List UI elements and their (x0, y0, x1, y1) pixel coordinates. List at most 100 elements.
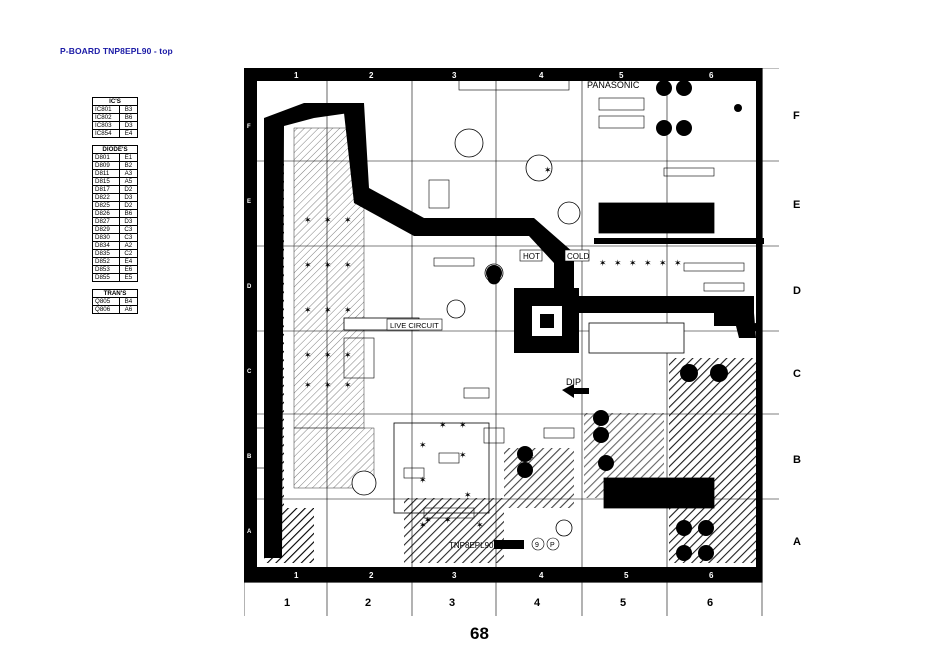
dip-indicator: DIP (562, 377, 589, 398)
hot-label-box: HOT (519, 249, 543, 262)
diode-location: C3 (118, 225, 139, 234)
svg-text:✶: ✶ (344, 216, 352, 226)
ic-location: B6 (119, 113, 138, 122)
svg-text:✶: ✶ (324, 381, 332, 391)
diode-ref: D811 (92, 169, 120, 178)
svg-text:✶: ✶ (304, 216, 312, 226)
logo-nine: 9 (535, 542, 539, 549)
large-components (343, 202, 715, 514)
column-label-4: 4 (534, 597, 541, 609)
brand-label: PANASONIC (587, 80, 640, 90)
live-circuit-label: LIVE CIRCUIT (390, 321, 439, 330)
dip-label: DIP (566, 377, 581, 387)
svg-text:6: 6 (709, 71, 714, 80)
transistor-ref: Q806 (92, 305, 120, 314)
diode-ref: D829 (92, 225, 120, 234)
diode-location: B6 (118, 209, 139, 218)
diode-location: D3 (118, 217, 139, 226)
svg-text:D: D (247, 284, 252, 290)
page-number: 68 (470, 624, 489, 643)
diode-location: D3 (118, 193, 139, 202)
svg-text:✶: ✶ (629, 259, 637, 269)
svg-text:✶: ✶ (444, 516, 452, 526)
svg-text:✶: ✶ (459, 421, 467, 431)
small-components (253, 77, 745, 519)
diode-ref: D825 (92, 201, 120, 210)
cold-label: COLD (567, 252, 589, 261)
svg-text:4: 4 (539, 571, 544, 580)
svg-text:E: E (247, 199, 251, 205)
svg-text:✶: ✶ (304, 351, 312, 361)
svg-text:✶: ✶ (464, 491, 472, 501)
svg-text:✶: ✶ (324, 216, 332, 226)
svg-text:✶: ✶ (527, 453, 535, 463)
ic-ref: IC803 (91, 121, 121, 130)
board-id-block: TNP8EPL90 9 P (449, 537, 560, 551)
diode-location: A5 (118, 177, 139, 186)
svg-text:✶: ✶ (419, 521, 427, 531)
transistor-location: A6 (118, 305, 139, 314)
page-title: P-BOARD TNP8EPL90 - top (60, 46, 173, 56)
cold-label-box: COLD (564, 249, 589, 262)
diode-location: C3 (118, 233, 139, 242)
diode-ref: D827 (92, 217, 120, 226)
svg-text:✶: ✶ (324, 261, 332, 271)
row-label-c: C (793, 368, 801, 380)
column-label-6: 6 (707, 597, 714, 609)
svg-text:B: B (247, 454, 252, 460)
diode-ref: D830 (92, 233, 120, 242)
svg-text:✶: ✶ (439, 421, 447, 431)
ic-location: E4 (119, 129, 138, 138)
svg-text:✶: ✶ (476, 521, 484, 531)
diode-ref: D852 (92, 257, 120, 266)
diode-ref: D809 (92, 161, 120, 170)
ic-ref: IC854 (91, 129, 121, 138)
svg-text:✶: ✶ (324, 351, 332, 361)
svg-text:3: 3 (452, 571, 457, 580)
diode-location: E6 (118, 265, 139, 274)
svg-text:✶: ✶ (659, 259, 667, 269)
diode-location: D2 (118, 185, 139, 194)
diode-location: E4 (118, 257, 139, 266)
transistor-table-heading: TRAN'S (92, 289, 138, 298)
svg-text:✶: ✶ (544, 166, 552, 176)
ic-location: D3 (119, 121, 138, 130)
column-label-3: 3 (449, 597, 456, 609)
svg-text:2: 2 (369, 571, 374, 580)
logo-p: P (550, 542, 555, 549)
ic-table-heading: IC'S (92, 97, 138, 106)
pcb-board-diagram: ✶✶✶ ✶✶✶ ✶✶ ✶✶✶ ✶✶✶ ✶✶ ✶✶✶ ✶✶✶ ✶✶✶ ✶✶✶ ✶✶… (244, 68, 779, 616)
ic-ref: IC801 (91, 105, 121, 114)
board-id-label: TNP8EPL90 (449, 541, 494, 550)
hot-label: HOT (523, 252, 540, 261)
diode-location: E5 (118, 273, 139, 282)
svg-text:✶: ✶ (304, 381, 312, 391)
live-circuit-label-box: LIVE CIRCUIT (386, 318, 443, 331)
diode-location: A2 (118, 241, 139, 250)
diode-ref: D822 (92, 193, 120, 202)
diode-ref: D815 (92, 177, 120, 186)
svg-text:✶: ✶ (344, 351, 352, 361)
row-label-a: A (793, 536, 801, 548)
svg-text:C: C (247, 369, 252, 375)
row-label-e: E (793, 199, 801, 211)
diode-location: D2 (118, 201, 139, 210)
diode-ref: D801 (92, 153, 120, 162)
row-label-f: F (793, 110, 800, 122)
bottom-coordinate-strip (244, 567, 762, 582)
